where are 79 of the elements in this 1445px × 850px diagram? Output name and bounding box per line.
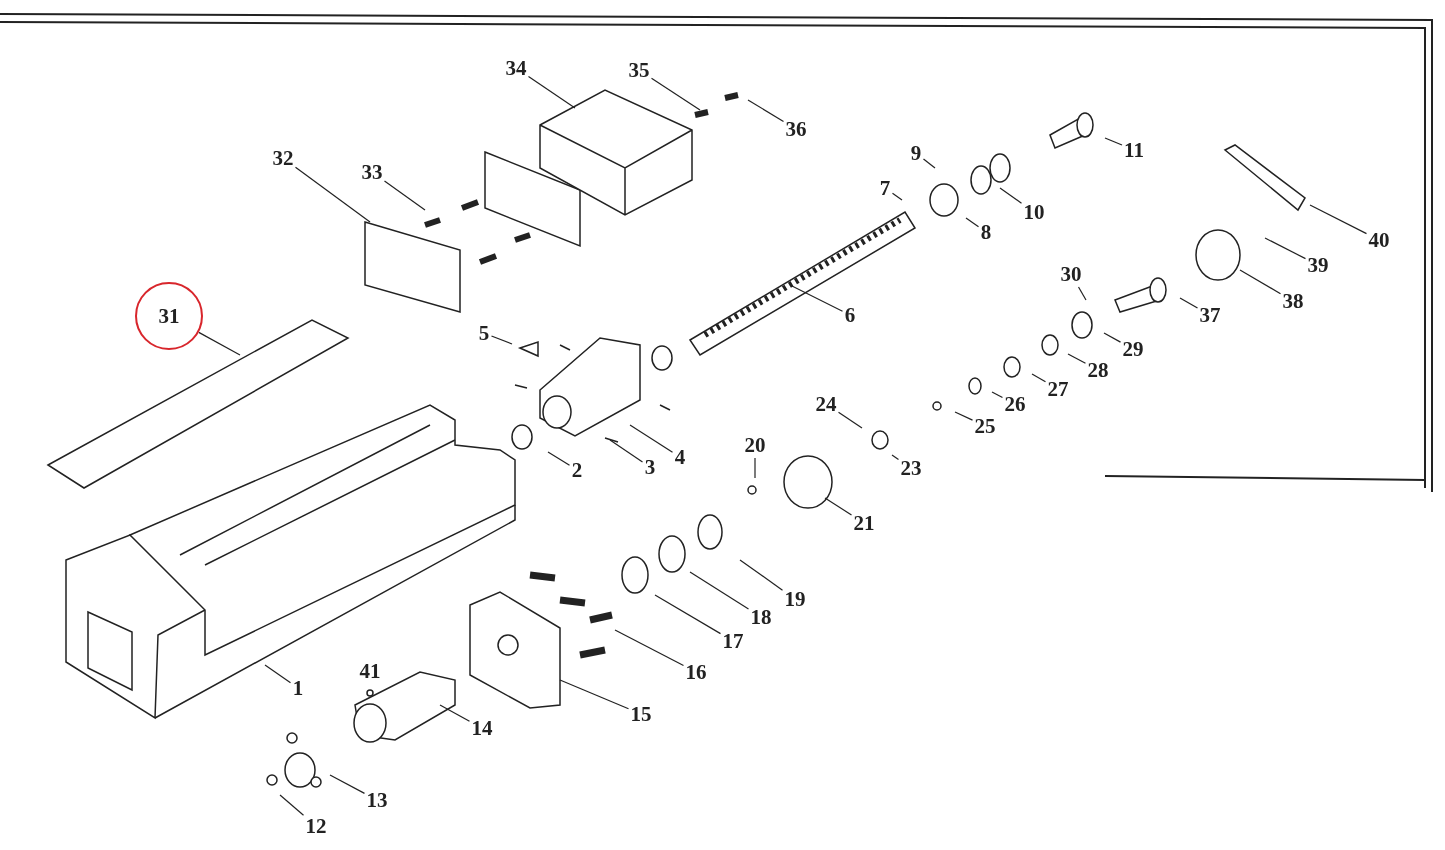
leader-line (650, 77, 701, 111)
leader-line (279, 794, 305, 816)
leader-line (198, 331, 241, 356)
callout-number: 30 (1060, 262, 1082, 286)
callout-number: 14 (471, 716, 493, 740)
leader-line (1067, 353, 1087, 364)
leader-line (747, 99, 785, 123)
callout-number: 1 (292, 676, 304, 700)
callout-number: 5 (478, 321, 490, 345)
leader-line (609, 439, 644, 463)
callout-number: 28 (1087, 358, 1109, 382)
circled-callout-number: 31 (135, 282, 203, 350)
leader-line (329, 774, 366, 794)
leader-line (547, 451, 571, 466)
callout-number: 3 (644, 455, 656, 479)
callout-number: 9 (910, 141, 922, 165)
leader-line (789, 284, 844, 312)
leader-line (614, 629, 685, 667)
leader-line (439, 704, 471, 722)
callout-number: 7 (879, 176, 891, 200)
callout-number: 26 (1004, 392, 1026, 416)
leader-line (527, 75, 576, 109)
callout-number: 40 (1368, 228, 1390, 252)
leader-line (1103, 332, 1122, 343)
callout-number: 33 (361, 160, 383, 184)
leader-line (294, 166, 371, 223)
callout-number: 2 (571, 458, 583, 482)
callout-number: 23 (900, 456, 922, 480)
callout-number: 18 (750, 605, 772, 629)
leader-line (1179, 297, 1199, 309)
leader-line (1031, 373, 1047, 383)
leader-line (1264, 237, 1307, 260)
leader-line (1104, 137, 1123, 146)
leader-line (999, 187, 1023, 204)
leader-line (965, 217, 980, 228)
callout-number: 38 (1282, 289, 1304, 313)
leader-line (383, 180, 426, 211)
callout-number: 21 (853, 511, 875, 535)
callout-number: 19 (784, 587, 806, 611)
callout-number: 36 (785, 117, 807, 141)
leader-line (629, 424, 674, 453)
leader-line (689, 571, 750, 610)
callout-number: 15 (630, 702, 652, 726)
leader-line (1309, 204, 1368, 235)
leader-line (824, 497, 853, 516)
callout-number: 35 (628, 58, 650, 82)
callout-number: 13 (366, 788, 388, 812)
leader-line (559, 679, 630, 710)
leader-line (891, 192, 903, 201)
callout-number: 27 (1047, 377, 1069, 401)
callout-number: 16 (685, 660, 707, 684)
leader-line (922, 158, 936, 169)
callout-number: 10 (1023, 200, 1045, 224)
leader-line (1239, 269, 1282, 295)
callout-number: 41 (359, 659, 381, 683)
leader-line (891, 454, 900, 461)
leader-line (954, 411, 974, 421)
callout-number: 20 (744, 433, 766, 457)
callout-number: 39 (1307, 253, 1329, 277)
callout-number: 6 (844, 303, 856, 327)
leader-line (264, 664, 292, 684)
leader-line (654, 594, 722, 635)
callout-number: 29 (1122, 337, 1144, 361)
leader-line (490, 335, 513, 345)
callout-number: 8 (980, 220, 992, 244)
callout-number: 17 (722, 629, 744, 653)
leader-line (837, 411, 863, 429)
callout-number: 37 (1199, 303, 1221, 327)
leader-line (1077, 286, 1087, 301)
callout-number: 24 (815, 392, 837, 416)
callout-number: 4 (674, 445, 686, 469)
callout-number: 11 (1124, 138, 1144, 162)
leader-line (754, 457, 756, 479)
callout-number: 32 (272, 146, 294, 170)
callout-number: 25 (974, 414, 996, 438)
callout-number: 34 (505, 56, 527, 80)
leader-line (991, 391, 1004, 399)
leader-line (739, 559, 784, 591)
callout-number: 12 (305, 814, 327, 838)
